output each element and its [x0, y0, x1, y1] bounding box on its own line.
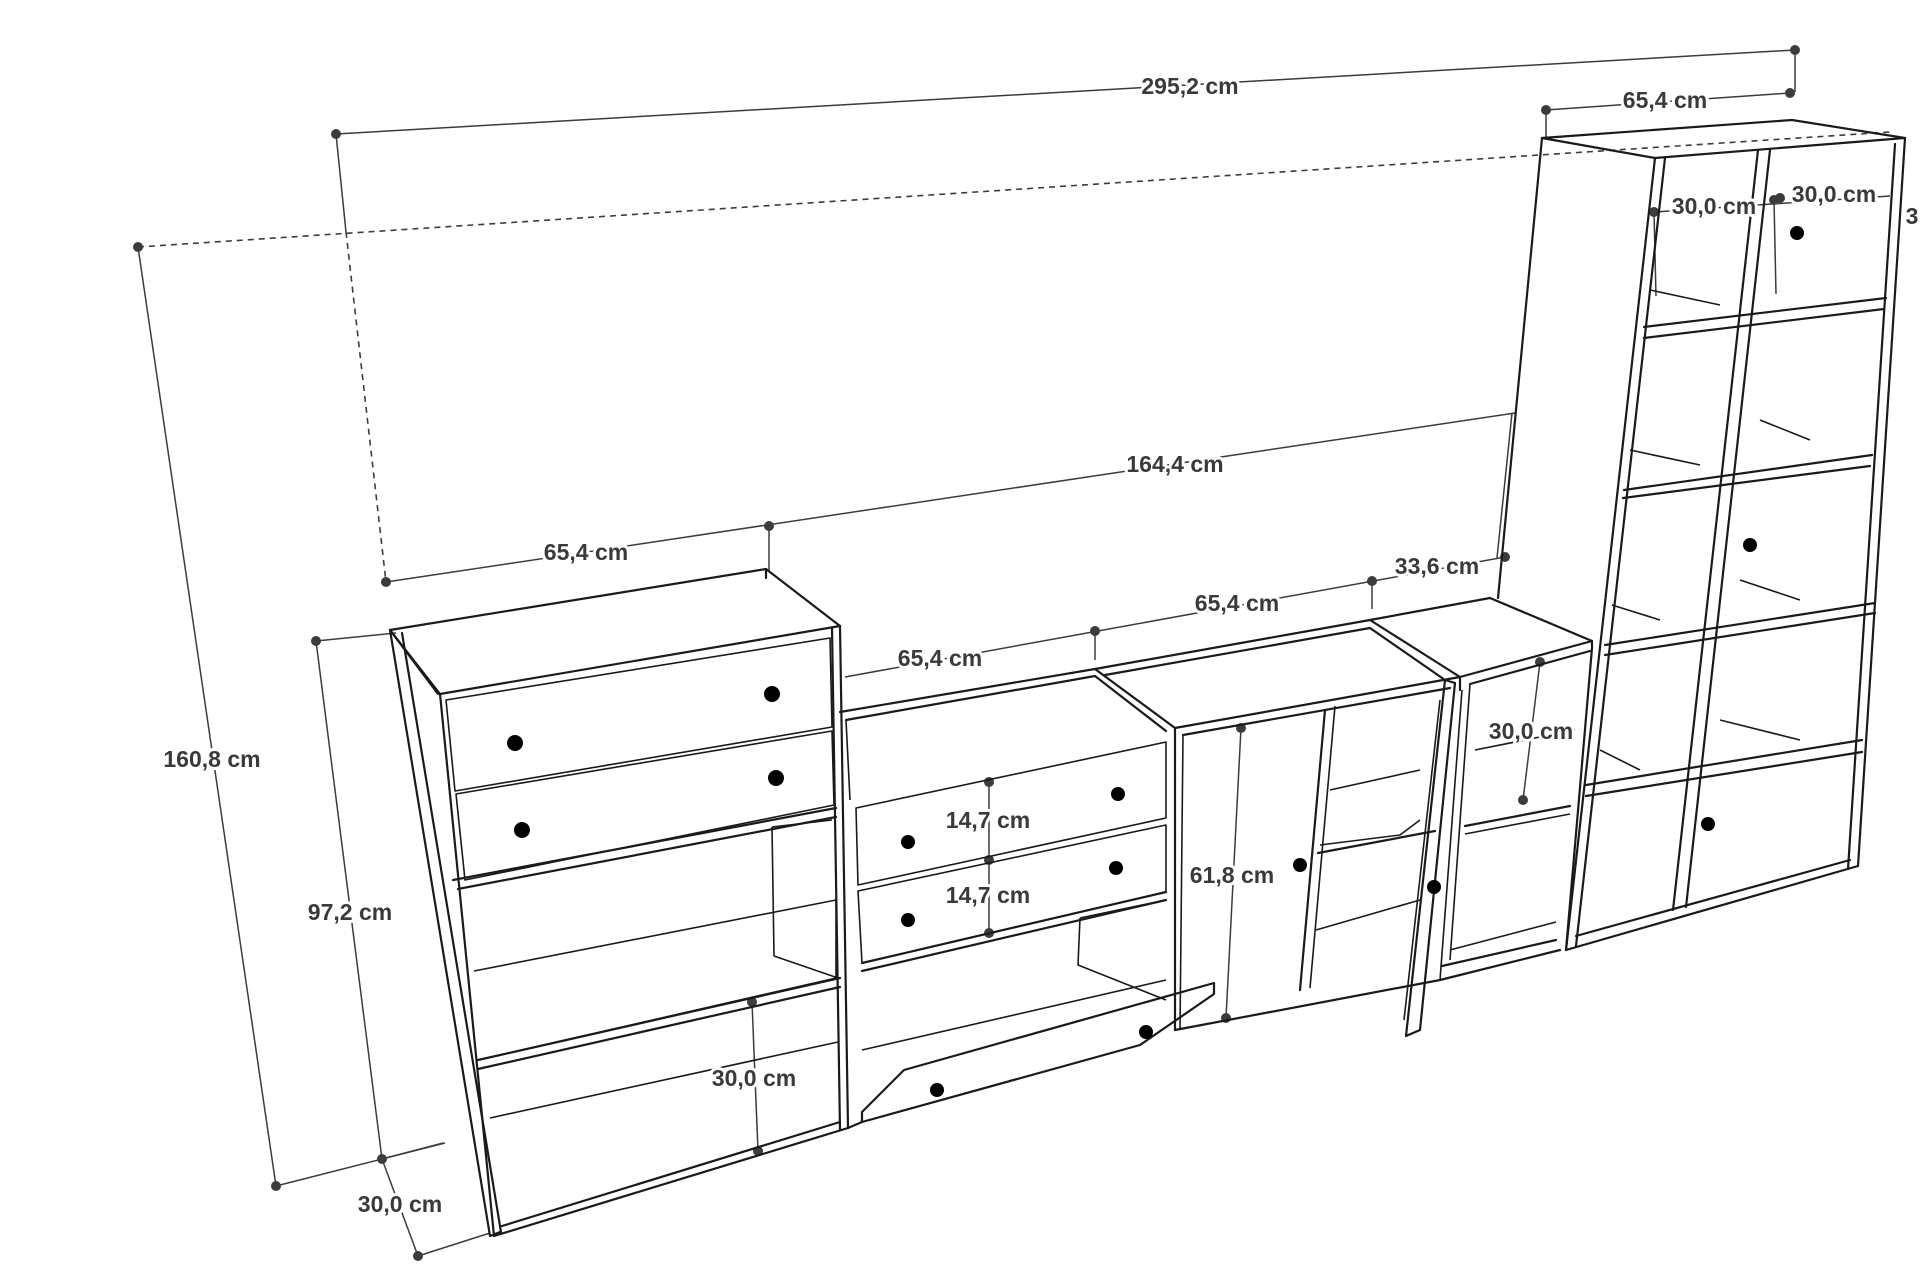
door-unit-width-label: 65,4 cm — [1195, 590, 1279, 616]
tall-cabinet — [1496, 118, 1907, 952]
dimension-labels: 295,2 cm 65,4 cm 30,0 cm 30,0 cm 3 164,4… — [160, 70, 1920, 1220]
dimension-lines — [137, 49, 1891, 1257]
drawer-knob-icon — [901, 913, 915, 927]
overall-width-label: 295,2 cm — [1141, 73, 1238, 99]
tower-cell-height-partial-label: 3 — [1906, 203, 1919, 229]
overall-height-label: 160,8 cm — [163, 746, 260, 772]
depth-label: 30,0 cm — [358, 1191, 442, 1217]
tower-knob-icon — [1701, 817, 1715, 831]
drawer-knob-icon — [507, 735, 523, 751]
tower-width-label: 65,4 cm — [1623, 87, 1707, 113]
drawer-knob-icon — [764, 686, 780, 702]
tower-knob-icon — [1743, 538, 1757, 552]
tower-cell-width-right-label: 30,0 cm — [1792, 181, 1876, 207]
flap-knob-icon — [1139, 1025, 1153, 1039]
door-knob-icon — [1293, 858, 1307, 872]
door-cabinet — [1093, 618, 1462, 1038]
drawer-cabinet — [838, 667, 1216, 1130]
low-run-width-label: 164,4 cm — [1126, 451, 1223, 477]
door-knob-icon — [1427, 880, 1441, 894]
narrow-cabinet — [1368, 596, 1594, 982]
left-cabinet — [388, 567, 850, 1238]
drawer-knob-icon — [1111, 787, 1125, 801]
drawer-knob-icon — [514, 822, 530, 838]
low-unit-height-label: 97,2 cm — [308, 899, 392, 925]
drawer-knob-icon — [1109, 861, 1123, 875]
tower-cell-width-left-label: 30,0 cm — [1672, 193, 1756, 219]
door-height-label: 61,8 cm — [1190, 862, 1274, 888]
narrow-unit-width-label: 33,6 cm — [1395, 553, 1479, 579]
drawer-height-bottom-label: 14,7 cm — [946, 882, 1030, 908]
left-shelf-height-label: 30,0 cm — [712, 1065, 796, 1091]
tower-knob-icon — [1790, 226, 1804, 240]
flap-knob-icon — [930, 1083, 944, 1097]
drawer-knob-icon — [901, 835, 915, 849]
drawer-knob-icon — [768, 770, 784, 786]
drawer-height-top-label: 14,7 cm — [946, 807, 1030, 833]
left-unit-width-label: 65,4 cm — [544, 539, 628, 565]
drawer-unit-width-label: 65,4 cm — [898, 645, 982, 671]
narrow-shelf-height-label: 30,0 cm — [1489, 718, 1573, 744]
